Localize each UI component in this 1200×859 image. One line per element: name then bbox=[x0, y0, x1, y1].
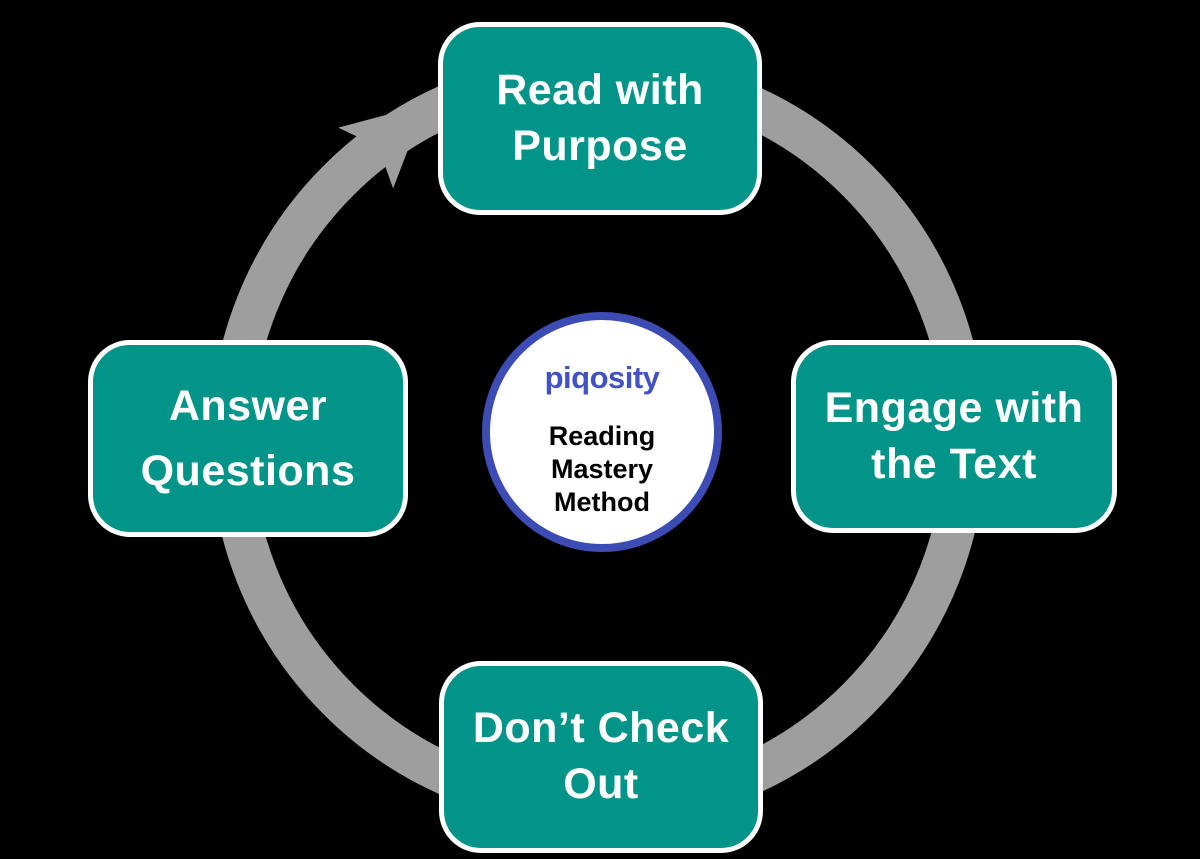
step-box-dont-check-out: Don’t Check Out bbox=[439, 661, 763, 853]
step-label-line: Purpose bbox=[512, 121, 688, 170]
step-label-line: the Text bbox=[871, 439, 1037, 488]
step-box-answer-questions: Answer Questions bbox=[88, 340, 408, 537]
method-title-line: Mastery bbox=[550, 454, 654, 484]
arrowhead-icon bbox=[338, 104, 426, 189]
method-title-line: Reading bbox=[548, 421, 656, 451]
step-label-line: Read with bbox=[496, 65, 704, 114]
step-label-line: Don’t Check bbox=[472, 704, 730, 753]
center-badge: piqosity Reading Mastery Method bbox=[482, 312, 722, 552]
step-label-line: Out bbox=[563, 760, 639, 808]
step-label-line: Questions bbox=[140, 446, 356, 495]
step-label-line: Answer bbox=[168, 382, 328, 430]
step-label-line: Engage with bbox=[824, 383, 1084, 432]
step-box-engage-with-the-text: Engage with the Text bbox=[791, 340, 1117, 533]
piqosity-logo: piqosity bbox=[544, 360, 660, 395]
method-title: Reading Mastery Method bbox=[549, 420, 656, 519]
step-box-read-with-purpose: Read with Purpose bbox=[438, 22, 762, 215]
method-title-line: Method bbox=[554, 487, 650, 517]
